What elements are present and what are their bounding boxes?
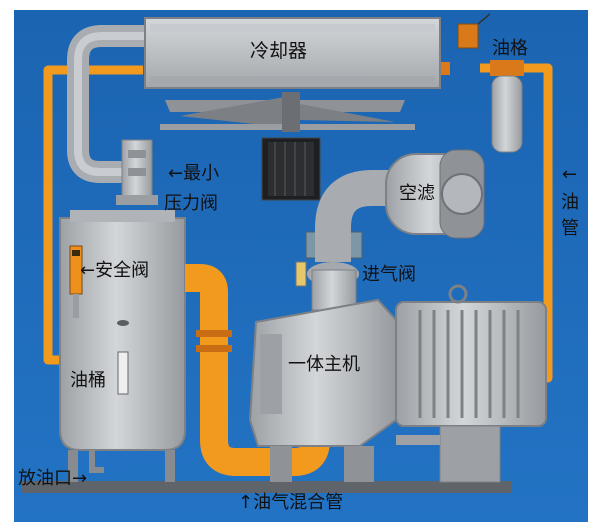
main-unit-label: 一体主机 <box>288 354 360 375</box>
oil-tank-label: 油桶 <box>70 370 106 391</box>
oil-pipe-arrow: ← <box>562 164 578 185</box>
oil-filter-label: 油格 <box>492 38 528 59</box>
main-unit <box>248 298 397 482</box>
motor <box>395 284 547 483</box>
safety-valve-label: ←安全阀 <box>80 260 150 281</box>
oil-pipe-label: 油管 <box>561 192 579 239</box>
air-filter-label: 空滤 <box>399 183 435 204</box>
intake-valve-label: 进气阀 <box>362 264 416 285</box>
mixing-pipe-flanges <box>196 330 232 352</box>
min-pressure-valve-label-2: 压力阀 <box>164 193 218 214</box>
cooler <box>144 17 441 132</box>
cooler-label: 冷却器 <box>250 40 308 62</box>
drain-port-label: 放油口→ <box>18 468 88 489</box>
air-filter <box>315 149 485 262</box>
oil-tank <box>59 210 186 482</box>
mixing-pipe-label: ↑油气混合管 <box>238 492 344 513</box>
min-pressure-valve <box>116 139 158 205</box>
base-rail <box>22 481 512 493</box>
min-pressure-valve-label-1: ←最小 <box>168 163 220 184</box>
oil-gas-mixing-pipe <box>185 264 330 476</box>
safety-valve <box>69 245 83 318</box>
fan-motor <box>261 137 321 201</box>
oil-filter <box>457 13 524 153</box>
